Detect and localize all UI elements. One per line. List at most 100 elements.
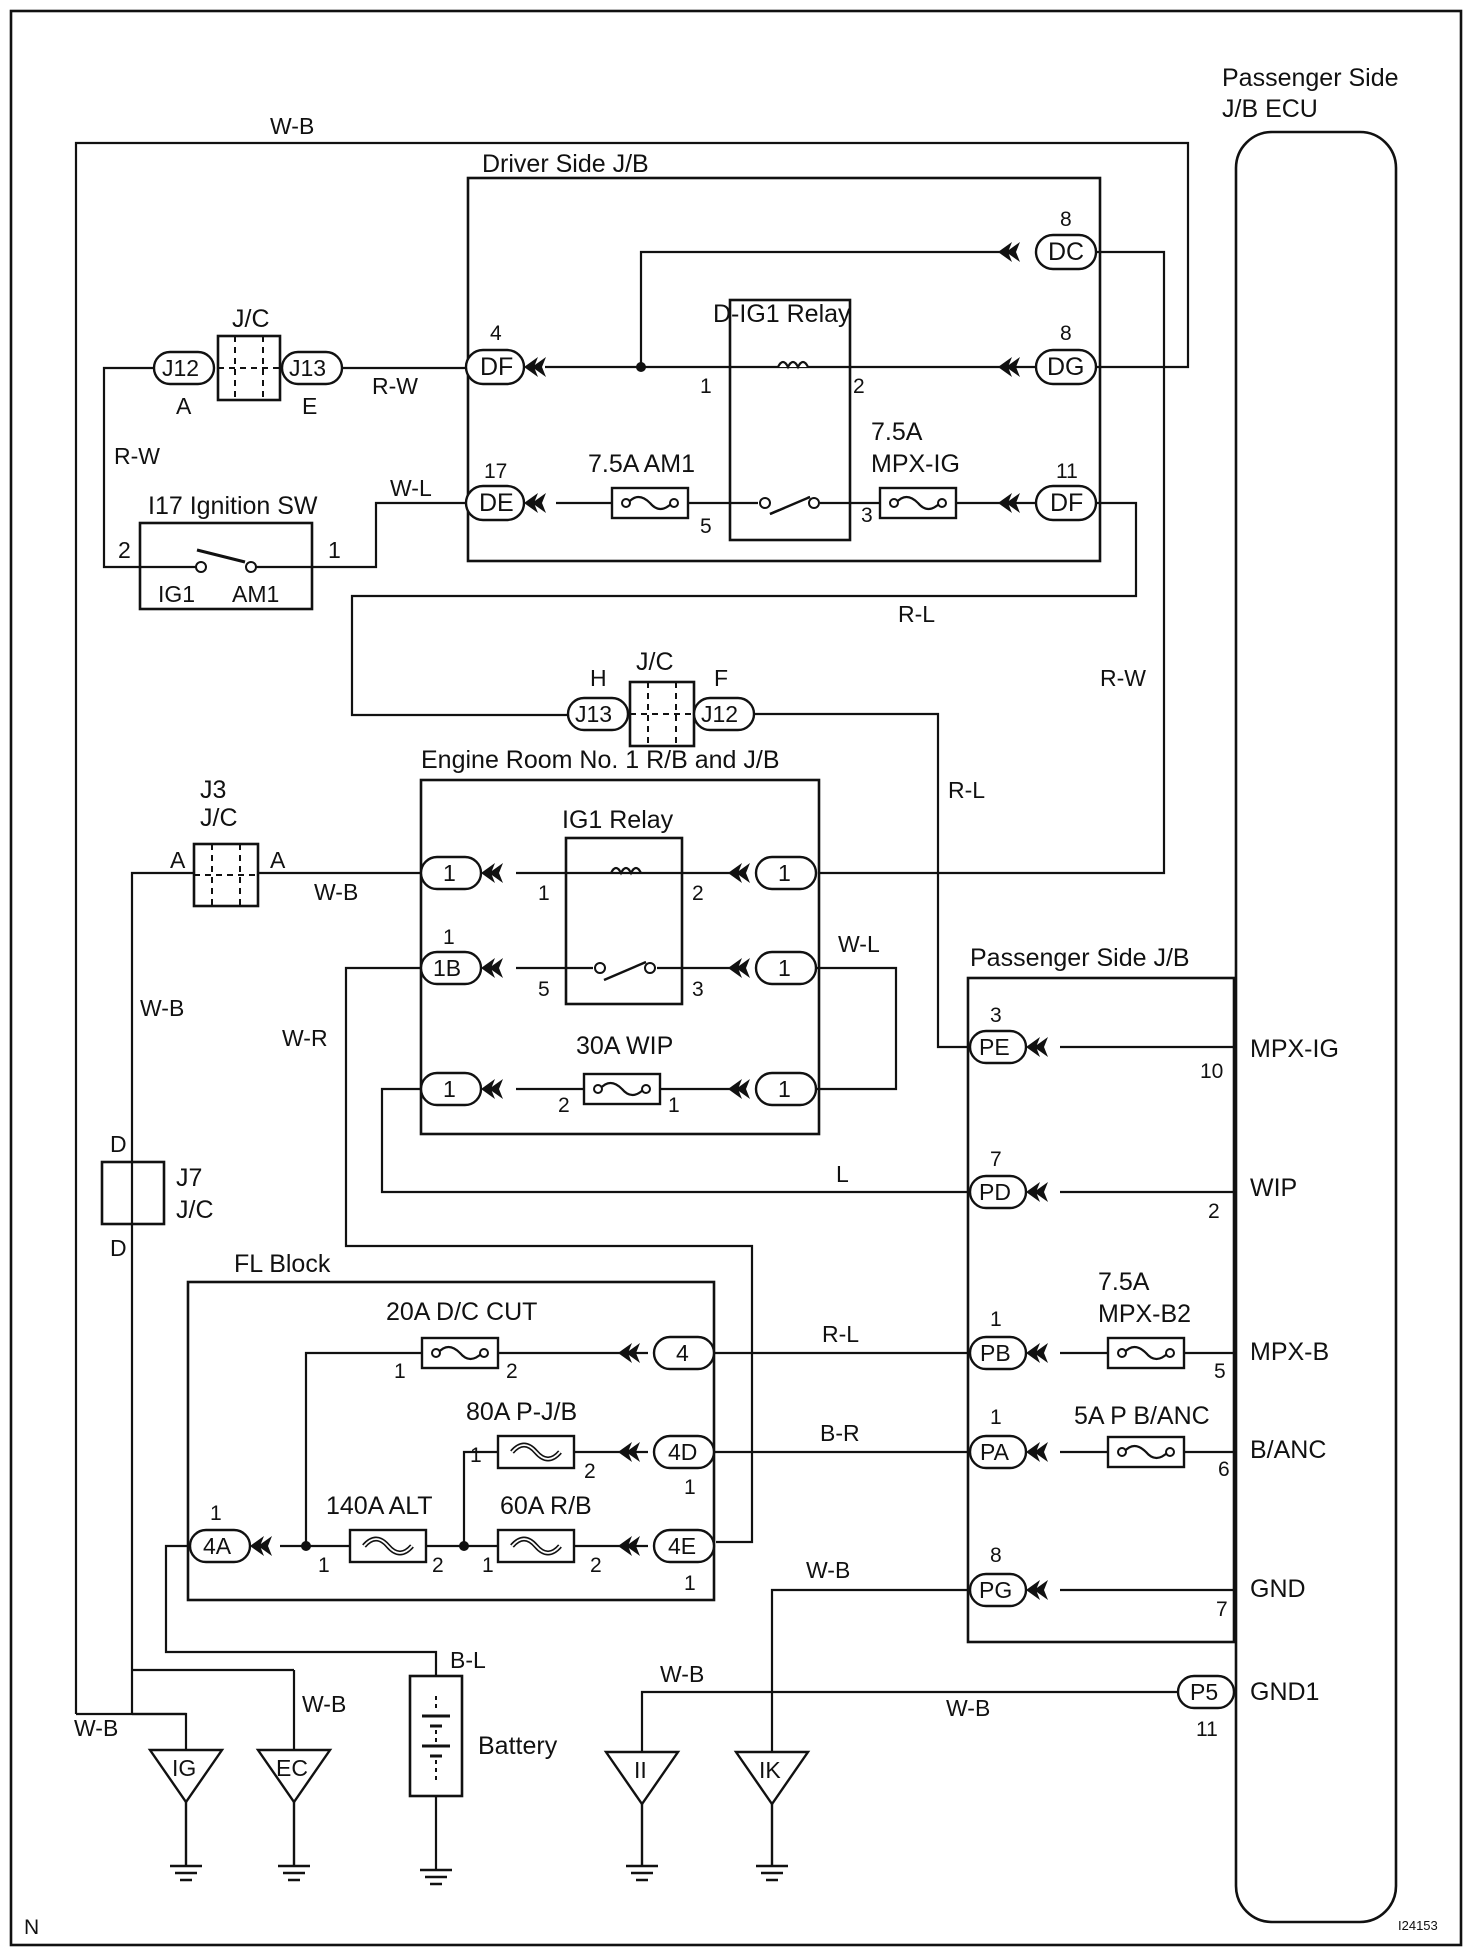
connector-dc: DC — [998, 233, 1098, 271]
svg-text:J12: J12 — [162, 355, 199, 381]
wire-rl-pe — [754, 712, 970, 1049]
pin-pd: 7 — [990, 1148, 1002, 1171]
ecu-pin-wip: 2 — [1208, 1200, 1220, 1223]
ecu-box — [1234, 130, 1398, 1924]
svg-text:1: 1 — [443, 860, 456, 886]
wire-wb-pg-ik — [770, 1588, 970, 1752]
svg-text:DC: DC — [1048, 238, 1084, 266]
connector-er-1b: 1B — [419, 950, 503, 986]
svg-text:4: 4 — [676, 1340, 689, 1366]
connector-df-out: DF — [998, 484, 1098, 522]
pin-dg: 8 — [1060, 322, 1072, 345]
j3-box — [192, 842, 260, 908]
wire-rw-dc — [820, 250, 1166, 875]
connector-er-1-right: 1 — [728, 855, 818, 891]
pin-dc: 8 — [1060, 208, 1072, 231]
ecu-pin-mpx-ig: 10 — [1200, 1060, 1223, 1083]
wire-label-wb-p5: W-B — [946, 1695, 990, 1721]
svg-text:EC: EC — [276, 1755, 308, 1781]
jc-top-pin-a: A — [176, 393, 192, 419]
svg-text:PD: PD — [979, 1179, 1011, 1205]
connector-j12-top: J12 — [152, 350, 216, 386]
connector-pg: PG — [968, 1572, 1048, 1608]
svg-text:1: 1 — [443, 1076, 456, 1102]
jc-top-title: J/C — [232, 305, 270, 333]
svg-text:PA: PA — [980, 1439, 1010, 1465]
svg-text:4A: 4A — [203, 1533, 232, 1559]
wire-rl-loop — [350, 501, 1138, 717]
j7-pin-d-bottom: D — [110, 1235, 127, 1261]
svg-text:PB: PB — [980, 1340, 1011, 1366]
fuse-rb-label: 60A R/B — [500, 1492, 592, 1520]
wire-label-wl-ign: W-L — [390, 475, 432, 501]
wire-label-wb-left: W-B — [140, 995, 184, 1021]
svg-text:PG: PG — [979, 1577, 1012, 1603]
fuse-rb-pin-1: 1 — [482, 1554, 494, 1577]
ignition-pin-2: 2 — [118, 537, 131, 563]
connector-j13-top: J13 — [280, 350, 344, 386]
jc-mid-title: J/C — [636, 648, 674, 676]
fuse-rb-pin-2: 2 — [590, 1554, 602, 1577]
pin-pa: 1 — [990, 1406, 1002, 1429]
engine-rb-title: Engine Room No. 1 R/B and J/B — [421, 746, 780, 774]
engine-rb-box — [419, 778, 821, 1136]
svg-text:1: 1 — [778, 860, 791, 886]
wire-label-wl-er: W-L — [838, 931, 880, 957]
ignition-switch-title: I17 Ignition SW — [148, 492, 318, 520]
outer-frame — [9, 9, 1463, 1947]
wire-fl-dccut — [304, 1351, 648, 1546]
connector-er-1-left-low: 1 — [419, 1071, 503, 1107]
connector-p5: P5 — [1176, 1674, 1236, 1710]
passenger-jb-title: Passenger Side J/B — [970, 944, 1190, 972]
ignition-term-ig1: IG1 — [158, 581, 195, 607]
pin-pe: 3 — [990, 1004, 1002, 1027]
pin-df-in: 4 — [490, 322, 502, 345]
d-ig1-pin-1: 1 — [700, 375, 712, 398]
corner-label-left: N — [24, 1916, 39, 1939]
j7-title: J7 — [176, 1164, 202, 1192]
fuse-mpx-b2-label-1: 7.5A — [1098, 1268, 1150, 1296]
ecu-title-2: J/B ECU — [1222, 95, 1318, 123]
wire-label-wb-ec: W-B — [302, 1691, 346, 1717]
svg-text:J12: J12 — [701, 701, 738, 727]
wire-bl-battery — [164, 1544, 438, 1676]
pin-1b: 1 — [443, 926, 455, 949]
wire-l-pd — [380, 1087, 970, 1194]
ignition-switch-arm — [196, 548, 246, 564]
pin-df-out: 11 — [1056, 460, 1078, 483]
pin-4e: 1 — [684, 1572, 696, 1595]
wire-wb-top — [74, 141, 1190, 1714]
jc-top-box — [216, 334, 282, 402]
fuse-alt-pin-1: 1 — [318, 1554, 330, 1577]
svg-text:DF: DF — [480, 353, 513, 381]
svg-text:1: 1 — [778, 1076, 791, 1102]
svg-text:4D: 4D — [668, 1439, 697, 1465]
fuse-mpx-ig-label-1: 7.5A — [871, 418, 923, 446]
connector-er-1-left: 1 — [419, 855, 503, 891]
fuse-dc-cut-label: 20A D/C CUT — [386, 1298, 537, 1326]
j7-box — [100, 1160, 166, 1226]
pin-4d: 1 — [684, 1476, 696, 1499]
d-ig1-relay-label: D-IG1 Relay — [713, 300, 851, 328]
connector-pd: PD — [968, 1174, 1048, 1210]
fuse-mpx-b2-label-2: MPX-B2 — [1098, 1300, 1191, 1328]
wire-fl-pjb — [462, 1450, 648, 1546]
wire-label-wb-j3: W-B — [314, 879, 358, 905]
connector-er-1-right-mid: 1 — [728, 950, 818, 986]
fuse-mpx-ig-label-2: MPX-IG — [871, 450, 960, 478]
ecu-pin-gnd: 7 — [1216, 1598, 1228, 1621]
pin-pb: 1 — [990, 1308, 1002, 1331]
wire-label-rw-jc: R-W — [372, 373, 418, 399]
ground-ii: II — [603, 1750, 681, 1882]
wire-wb-j3-down — [130, 871, 194, 1714]
connector-pb: PB — [968, 1335, 1048, 1371]
fuse-pjb-pin-1: 1 — [470, 1444, 482, 1467]
wire-j12-ign — [102, 366, 196, 569]
fuse-dc-cut-pin-1: 1 — [394, 1360, 406, 1383]
ecu-title-1: Passenger Side — [1222, 64, 1399, 92]
wire-label-wr: W-R — [282, 1025, 328, 1051]
fuse-am1-label: 7.5A AM1 — [588, 450, 695, 478]
j3-title: J3 — [200, 776, 226, 804]
fuse-pjb-label: 80A P-J/B — [466, 1398, 577, 1426]
